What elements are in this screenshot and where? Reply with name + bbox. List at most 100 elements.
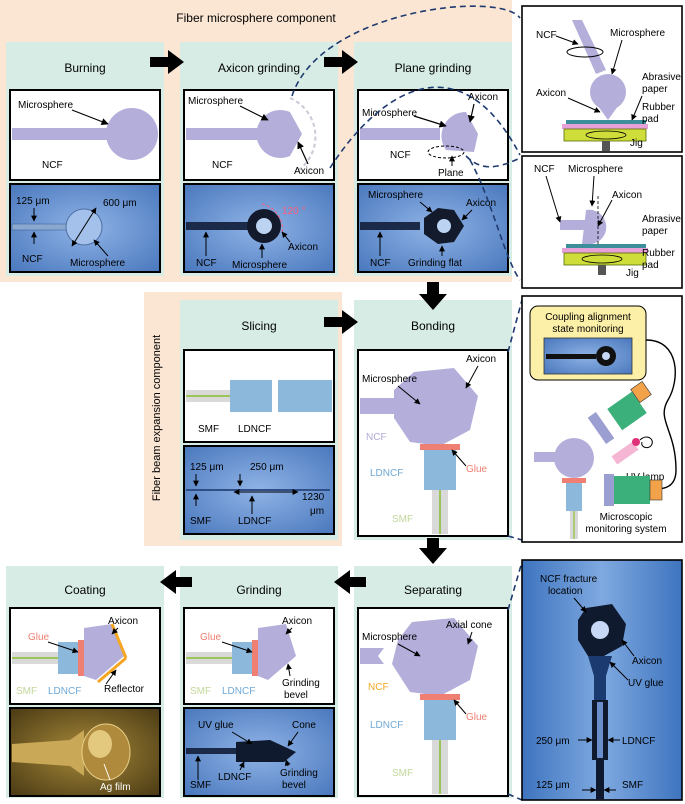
separating-microsphere bbox=[392, 618, 478, 696]
coating-smf-label: SMF bbox=[16, 686, 37, 697]
setup-axicon-rotation bbox=[566, 46, 604, 58]
slicing-ldncf-right bbox=[278, 380, 332, 412]
stage-title-coating: Coating bbox=[64, 583, 105, 597]
slicing-ldncf-left bbox=[230, 380, 272, 412]
plane-photo-axicon: Axicon bbox=[466, 198, 496, 209]
burning-photo-fiber bbox=[11, 223, 73, 231]
camera-bottom-head bbox=[649, 479, 663, 501]
stage-title-grinding: Grinding bbox=[236, 583, 281, 597]
coating-reflector-pointer bbox=[105, 669, 117, 685]
separating-glue-label: Glue bbox=[466, 712, 488, 723]
setup-axicon-rubber-1: Rubber bbox=[642, 102, 675, 113]
separating-ldncf bbox=[424, 700, 456, 740]
slicing-ldncf-label: LDNCF bbox=[238, 424, 271, 435]
setup-axicon-microsphere: Microsphere bbox=[610, 28, 665, 39]
bonding-glue-label: Glue bbox=[466, 464, 488, 475]
fracture-smf: SMF bbox=[622, 780, 643, 791]
setup-plane-abrasive-2: paper bbox=[642, 226, 668, 237]
grinding-photo-uv-pointer bbox=[231, 731, 253, 745]
setup-axicon-ncf-pointer bbox=[555, 35, 579, 45]
zoom-connector-axicon-top bbox=[291, 5, 521, 97]
bonding-axicon-pointer bbox=[465, 365, 479, 389]
separating-smf: SMF bbox=[392, 768, 413, 779]
setup-axicon-abrasive bbox=[566, 120, 646, 124]
axicon-axicon-label: Axicon bbox=[294, 166, 324, 177]
burning-ncf-label: NCF bbox=[42, 160, 63, 171]
burning-photo-microsphere: Microsphere bbox=[70, 258, 125, 269]
camera-bottom-body bbox=[614, 476, 650, 504]
plane-photo-microsphere-pointer bbox=[419, 201, 433, 213]
fracture-125: 125 μm bbox=[536, 780, 570, 791]
bonding-axicon: Axicon bbox=[466, 354, 496, 365]
plane-photo-axicon-pointer bbox=[461, 209, 473, 221]
grinding-ldncf-label: LDNCF bbox=[222, 686, 255, 697]
setup-axicon-abrasive-1: Abrasive bbox=[642, 72, 681, 83]
bonding-ldncf-label: LDNCF bbox=[370, 468, 403, 479]
bonding-microsphere bbox=[394, 368, 478, 446]
slicing-smf-label: SMF bbox=[198, 424, 219, 435]
microsphere-group-title: Fiber microsphere component bbox=[176, 11, 336, 25]
setup-axicon-jig-rotation bbox=[585, 130, 627, 140]
zoom-connector-plane-bottom bbox=[469, 159, 521, 281]
slicing-photo-125: 125 μm bbox=[190, 462, 224, 473]
uv-lamp-coil bbox=[639, 436, 653, 449]
plane-axicon-pointer bbox=[467, 103, 475, 123]
fracture-pointer bbox=[573, 597, 587, 613]
process-arrow-axicon-to-plane bbox=[324, 50, 358, 74]
setup-plane-sphere bbox=[582, 209, 607, 244]
grinding-bevel-pointer bbox=[285, 663, 292, 677]
fracture-label-2: location bbox=[548, 586, 582, 597]
plane-axicon-label: Axicon bbox=[468, 92, 498, 103]
setup-axicon-abrasive-2: paper bbox=[642, 84, 668, 95]
axicon-photo-microsphere: Microsphere bbox=[232, 260, 287, 271]
grinding-photo-uv-glue: UV glue bbox=[198, 720, 234, 731]
monitor-ncf-stub bbox=[534, 452, 564, 462]
bonding-glue bbox=[420, 444, 460, 450]
separating-microsphere: Microsphere bbox=[362, 632, 417, 643]
zoom-connector-bonding-top bbox=[507, 299, 523, 353]
coating-glue-pointer bbox=[47, 641, 79, 654]
coating-glue-label: Glue bbox=[28, 632, 50, 643]
coating-reflector-label: Reflector bbox=[104, 684, 145, 695]
process-arrow-plane-to-bonding bbox=[419, 282, 447, 310]
grinding-photo-ldncf-pointer bbox=[238, 761, 245, 771]
stage-title-burning: Burning bbox=[64, 61, 105, 75]
beam-expansion-group-title: Fiber beam expansion component bbox=[151, 335, 163, 501]
fracture-label-1: NCF fracture bbox=[540, 574, 598, 585]
separating-axial-cone-pointer bbox=[466, 631, 473, 645]
separating-glue bbox=[420, 694, 460, 700]
fracture-smf bbox=[596, 760, 604, 800]
setup-plane-rubber-1: Rubber bbox=[642, 248, 675, 259]
stage-title-slicing: Slicing bbox=[241, 319, 276, 333]
grinding-microsphere bbox=[258, 624, 296, 680]
camera-top-lens bbox=[587, 412, 615, 444]
burning-photo-microsphere-pointer bbox=[93, 239, 109, 257]
camera-bottom-lens bbox=[604, 474, 614, 506]
plane-cut-guide bbox=[427, 145, 465, 159]
bonding-ncf-stub bbox=[360, 398, 400, 414]
coating-ldncf-label: LDNCF bbox=[48, 686, 81, 697]
slicing-photo-1230a: 1230 bbox=[302, 492, 325, 503]
axicon-cut-guide bbox=[289, 97, 317, 173]
grinding-axicon-pointer bbox=[285, 627, 293, 635]
plane-photo-microsphere: Microsphere bbox=[368, 190, 423, 201]
coating-axicon: Axicon bbox=[108, 616, 138, 627]
coating-photo-ag-film: Ag film bbox=[100, 782, 131, 793]
plane-photo-ncf: NCF bbox=[370, 258, 391, 269]
coating-photo-head-highlight bbox=[88, 730, 112, 758]
axicon-photo-sphere-core bbox=[256, 218, 272, 234]
stage-title-axicon-grinding: Axicon grinding bbox=[218, 61, 300, 75]
coating-photo-ag-pointer bbox=[103, 763, 111, 781]
bonding-ncf-label: NCF bbox=[366, 432, 387, 443]
grinding-photo-fiber bbox=[186, 748, 236, 754]
uv-lamp-body bbox=[611, 441, 639, 465]
setup-axicon-rubber bbox=[562, 124, 648, 129]
setup-plane-microsphere: Microsphere bbox=[568, 164, 623, 175]
axicon-photo-angle: 120 ° bbox=[282, 206, 305, 217]
separating-microsphere-pointer bbox=[397, 643, 421, 657]
fracture-axicon: Axicon bbox=[632, 656, 662, 667]
setup-axicon-ncf: NCF bbox=[536, 30, 557, 41]
bonding-glue-pointer bbox=[451, 449, 467, 467]
burning-photo-125: 125 μm bbox=[16, 196, 50, 207]
setup-plane-rubber bbox=[562, 248, 648, 253]
